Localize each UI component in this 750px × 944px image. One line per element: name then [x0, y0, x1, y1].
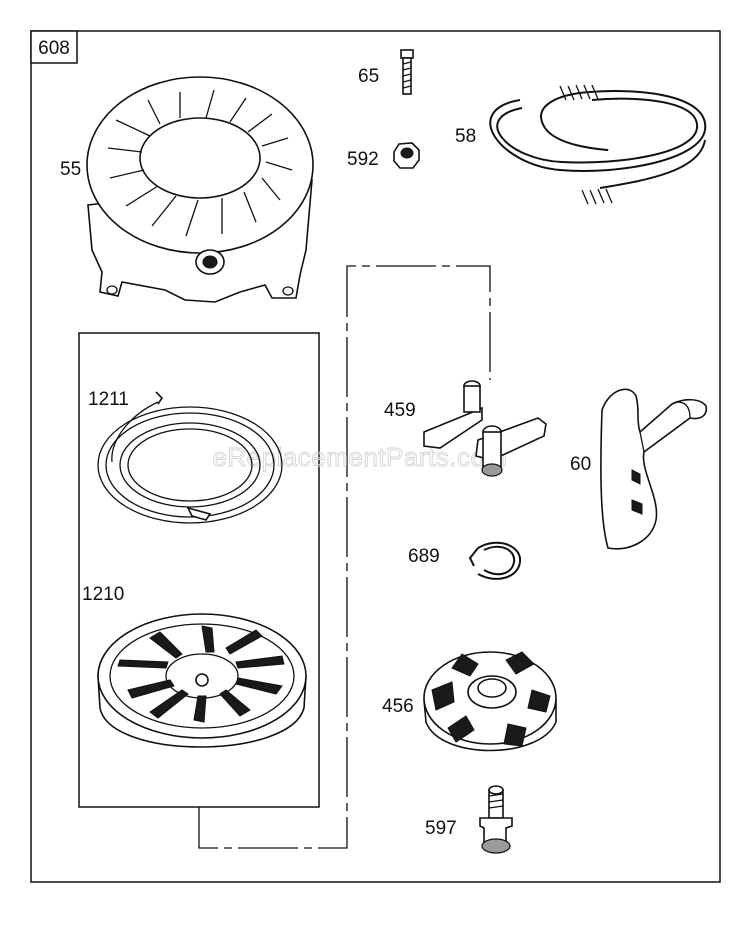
connector-lines: [198, 265, 491, 849]
rewind-spring-part: [97, 391, 283, 524]
part-label-1211: 1211: [88, 389, 129, 410]
blower-housing-part: [86, 76, 314, 303]
part-label-456: 456: [382, 696, 414, 717]
watermark: eReplacementParts.com: [212, 442, 507, 472]
nut-part: [393, 142, 420, 169]
part-label-592: 592: [347, 149, 379, 170]
starter-handle-part: [600, 388, 708, 550]
pulley-part: [97, 613, 307, 748]
starter-rope-part: [489, 84, 707, 205]
part-label-60: 60: [570, 454, 591, 475]
part-label-689: 689: [408, 546, 440, 567]
part-label-459: 459: [384, 400, 416, 421]
diagram-frame: [30, 30, 721, 883]
starter-dogs-part: [423, 380, 547, 477]
shoulder-screw-part: [479, 785, 513, 854]
part-label-55: 55: [60, 159, 81, 180]
ratchet-part: [423, 651, 557, 752]
assembly-number: 608: [38, 38, 70, 59]
assembly-number-box: [30, 30, 78, 64]
screw-part: [400, 49, 414, 95]
part-label-65: 65: [358, 66, 379, 87]
part-label-1210: 1210: [82, 584, 124, 605]
part-label-58: 58: [455, 126, 476, 147]
part-label-597: 597: [425, 818, 457, 839]
retainer-ring-part: [468, 541, 522, 580]
